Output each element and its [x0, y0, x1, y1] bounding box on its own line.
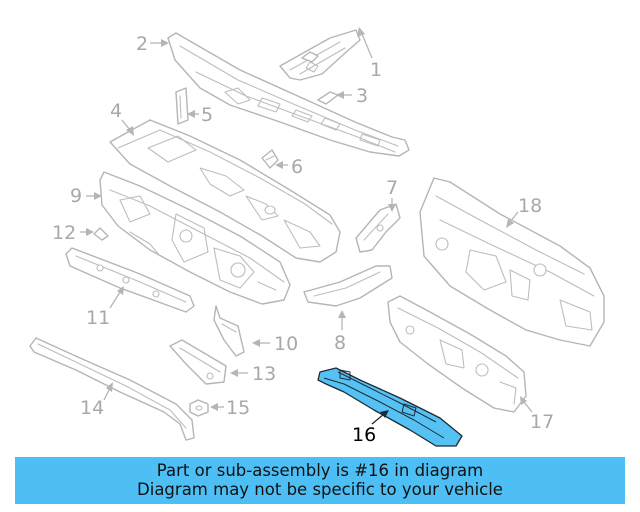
part-5-bracket	[175, 87, 189, 125]
part-12-clip	[93, 227, 109, 241]
info-banner: Part or sub-assembly is #16 in diagram D…	[15, 457, 625, 504]
callout-13: 13	[230, 363, 276, 385]
callout-18: 18	[506, 195, 542, 228]
callout-8: 8	[334, 310, 346, 354]
svg-text:7: 7	[386, 177, 398, 199]
svg-text:13: 13	[252, 363, 276, 385]
part-14-rod	[29, 337, 195, 441]
svg-text:2: 2	[136, 33, 148, 55]
callout-11: 11	[86, 286, 124, 329]
callout-2: 2	[136, 33, 169, 55]
callout-6: 6	[275, 156, 303, 178]
svg-text:15: 15	[226, 397, 250, 419]
part-8-support-bracket	[303, 265, 393, 307]
svg-text:8: 8	[334, 332, 346, 354]
callout-15: 15	[210, 397, 250, 419]
svg-text:18: 18	[518, 195, 542, 217]
part-3-clip	[317, 91, 339, 105]
callout-5: 5	[187, 104, 213, 126]
svg-text:17: 17	[530, 411, 554, 433]
svg-text:6: 6	[291, 156, 303, 178]
callout-16: 16	[352, 410, 389, 446]
callout-7: 7	[386, 177, 398, 212]
part-16-highlighted-reinforcement	[317, 367, 463, 447]
svg-text:4: 4	[110, 100, 122, 122]
callout-14: 14	[80, 382, 113, 419]
banner-line-part-number: Part or sub-assembly is #16 in diagram	[156, 461, 484, 480]
svg-text:10: 10	[274, 333, 298, 355]
part-6-clip	[261, 149, 279, 169]
svg-text:16: 16	[352, 424, 376, 446]
part-13-bracket	[169, 339, 227, 385]
part-7-bracket	[355, 203, 401, 253]
part-4-dash-panel	[109, 119, 341, 263]
svg-text:14: 14	[80, 397, 104, 419]
callout-4: 4	[110, 100, 134, 136]
svg-text:3: 3	[356, 85, 368, 107]
part-15-nut	[189, 399, 209, 417]
banner-line-disclaimer: Diagram may not be specific to your vehi…	[137, 480, 503, 499]
svg-text:9: 9	[70, 185, 82, 207]
svg-text:1: 1	[370, 59, 382, 81]
callout-12: 12	[52, 222, 94, 244]
part-9-dash-panel-lower	[99, 171, 291, 305]
svg-text:11: 11	[86, 307, 110, 329]
callout-10: 10	[252, 333, 298, 355]
part-1-bracket	[279, 29, 361, 81]
callout-1: 1	[357, 27, 382, 81]
part-10-bracket	[213, 305, 245, 357]
part-17-lower-panel	[387, 295, 527, 413]
part-18-cowl-side-panel	[419, 177, 605, 347]
svg-text:12: 12	[52, 222, 76, 244]
callout-3: 3	[336, 85, 368, 107]
part-11-reinforcement	[65, 247, 195, 313]
part-2-cowl-top-panel	[167, 32, 410, 157]
callout-17: 17	[520, 396, 554, 433]
svg-text:5: 5	[201, 104, 213, 126]
callout-9: 9	[70, 185, 102, 207]
